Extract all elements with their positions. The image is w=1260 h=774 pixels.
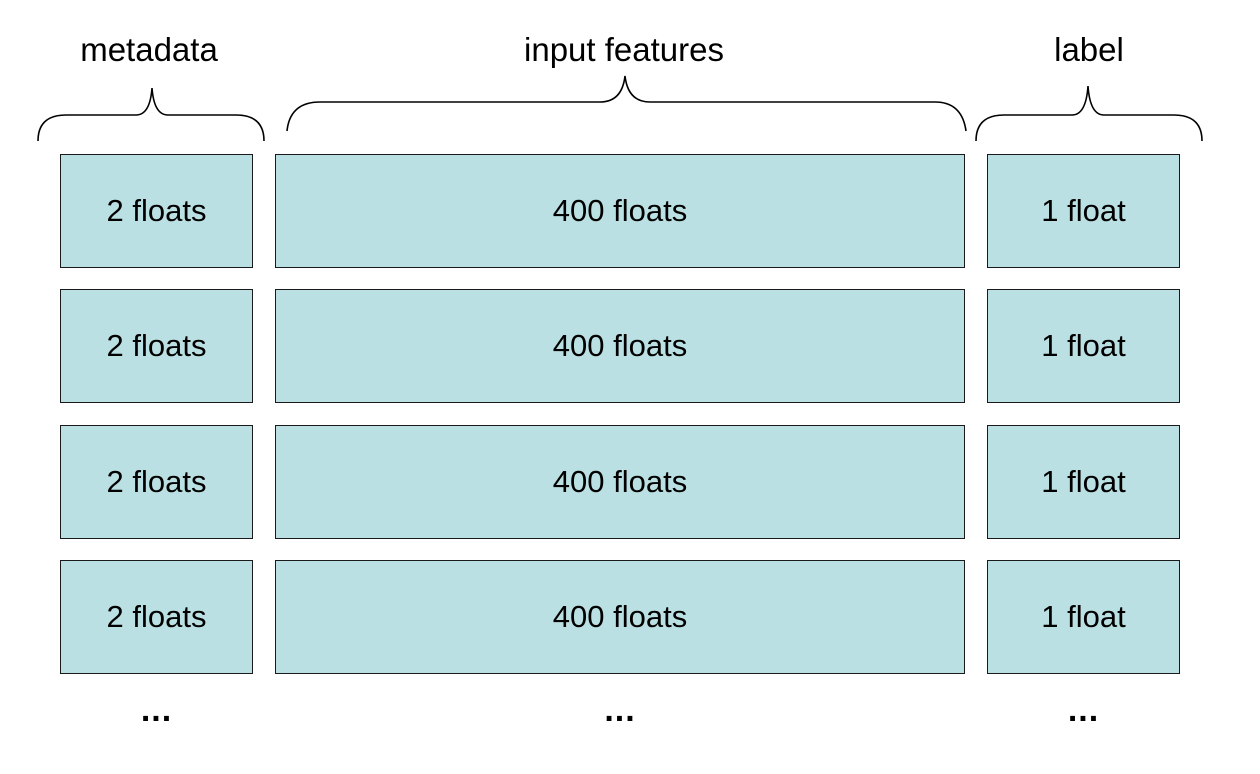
column-header-label: label [1054, 31, 1124, 68]
metadata-cell: 2 floats [60, 560, 253, 674]
label-cell: 1 float [987, 154, 1180, 268]
input-features-cell: 400 floats [275, 425, 965, 539]
label-cell: 1 float [987, 425, 1180, 539]
input-features-cell: 400 floats [275, 560, 965, 674]
column-header-input-features: input features [524, 31, 724, 68]
input-features-cell: 400 floats [275, 289, 965, 403]
label-brace [975, 85, 1203, 142]
metadata-brace [37, 87, 265, 142]
label-cell: 1 float [987, 289, 1180, 403]
metadata-ellipsis: ... [140, 691, 173, 729]
column-header-metadata: metadata [80, 31, 218, 68]
input-features-cell: 400 floats [275, 154, 965, 268]
label-ellipsis: ... [1067, 691, 1100, 729]
metadata-cell: 2 floats [60, 425, 253, 539]
label-cell: 1 float [987, 560, 1180, 674]
input-features-brace [286, 75, 967, 132]
input-features-ellipsis: ... [604, 691, 636, 729]
metadata-cell: 2 floats [60, 154, 253, 268]
metadata-cell: 2 floats [60, 289, 253, 403]
